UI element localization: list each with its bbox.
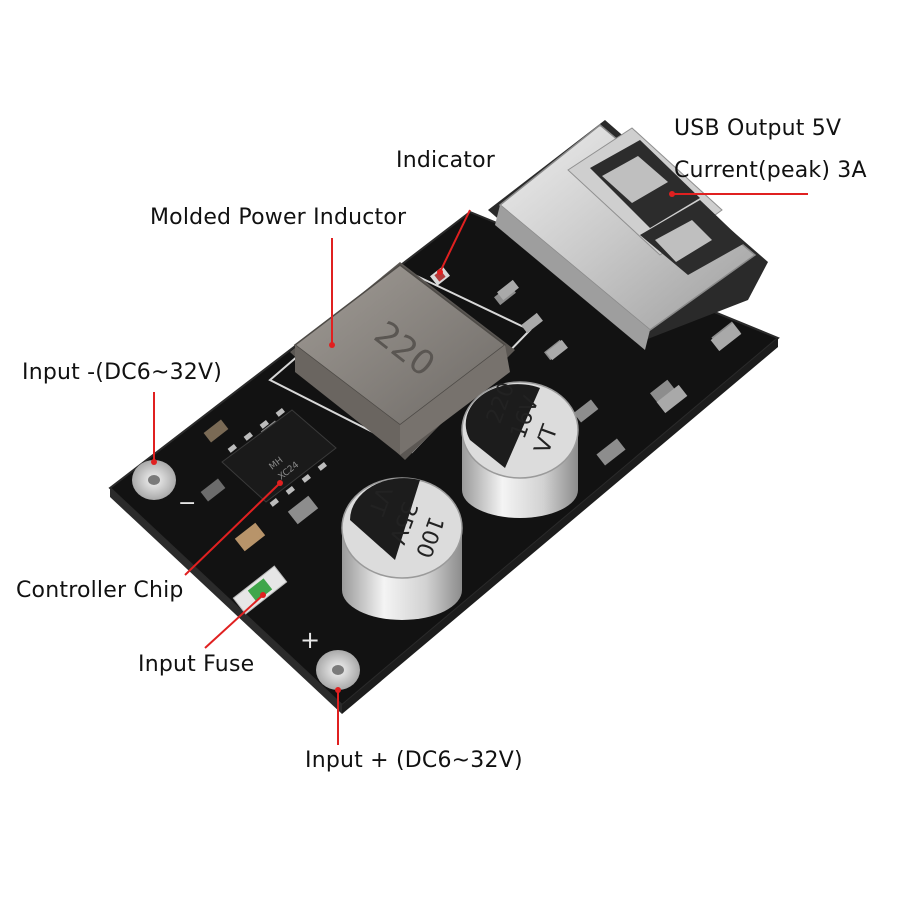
polarity-negative: −	[178, 491, 196, 516]
input-capacitor: VT 35V 100	[341, 477, 463, 620]
label-controller-chip: Controller Chip	[16, 578, 184, 603]
callout-controller	[184, 482, 281, 576]
label-inductor: Molded Power Inductor	[150, 205, 407, 230]
input-positive-pad: +	[300, 626, 360, 690]
input-negative-pad: −	[132, 460, 196, 516]
pcb-edge	[110, 488, 342, 714]
label-indicator: Indicator	[396, 148, 496, 173]
label-input-positive: Input + (DC6~32V)	[305, 748, 523, 773]
polarity-positive: +	[300, 626, 320, 654]
label-input-negative: Input -(DC6~32V)	[22, 360, 223, 385]
usb-connector	[488, 120, 768, 414]
label-current-peak: Current(peak) 3A	[674, 158, 867, 183]
indicator-led	[430, 266, 450, 286]
callout-lines	[153, 193, 808, 745]
callout-indicator	[439, 209, 471, 273]
output-capacitor: 220 16V VT	[461, 379, 579, 518]
label-usb-output: USB Output 5V	[674, 116, 842, 141]
label-input-fuse: Input Fuse	[138, 652, 255, 677]
callout-fuse	[204, 594, 264, 649]
input-fuse	[232, 565, 288, 615]
molded-power-inductor: 220	[290, 262, 515, 460]
controller-chip: MH XC24	[221, 407, 337, 507]
